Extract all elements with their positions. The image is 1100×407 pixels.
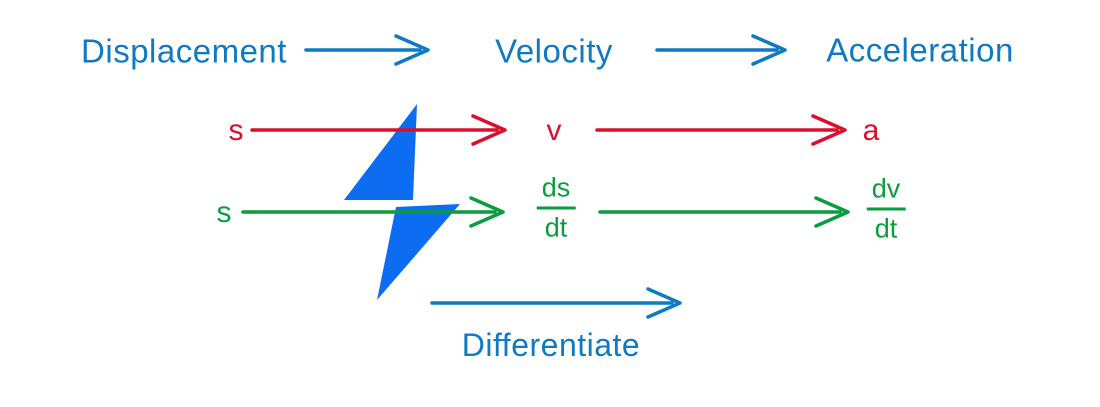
acceleration-derivative-fraction: dv dt <box>866 175 906 244</box>
fraction-numerator: ds <box>536 174 576 210</box>
fraction-numerator: dv <box>866 175 906 211</box>
arrow-s-to-v <box>250 114 507 146</box>
arrow-s-to-dsdt <box>241 196 505 228</box>
differentiate-label: Differentiate <box>461 327 641 363</box>
lightning-bolt-icon <box>344 104 460 300</box>
velocity-symbol-red: v <box>546 114 562 147</box>
arrow-differentiate <box>430 287 682 319</box>
displacement-title: Displacement <box>81 32 287 70</box>
velocity-title: Velocity <box>495 32 613 70</box>
arrow-velocity-to-acceleration <box>655 34 787 66</box>
velocity-derivative-fraction: ds dt <box>536 174 576 243</box>
arrow-displacement-to-velocity <box>304 34 430 66</box>
displacement-symbol-green: s <box>216 196 232 229</box>
acceleration-title: Acceleration <box>826 31 1014 69</box>
arrow-dsdt-to-dvdt <box>598 196 850 228</box>
arrow-v-to-a <box>595 114 847 146</box>
fraction-denominator: dt <box>874 213 898 244</box>
fraction-denominator: dt <box>544 212 568 243</box>
displacement-symbol-red: s <box>228 114 244 147</box>
acceleration-symbol-red: a <box>862 114 880 147</box>
